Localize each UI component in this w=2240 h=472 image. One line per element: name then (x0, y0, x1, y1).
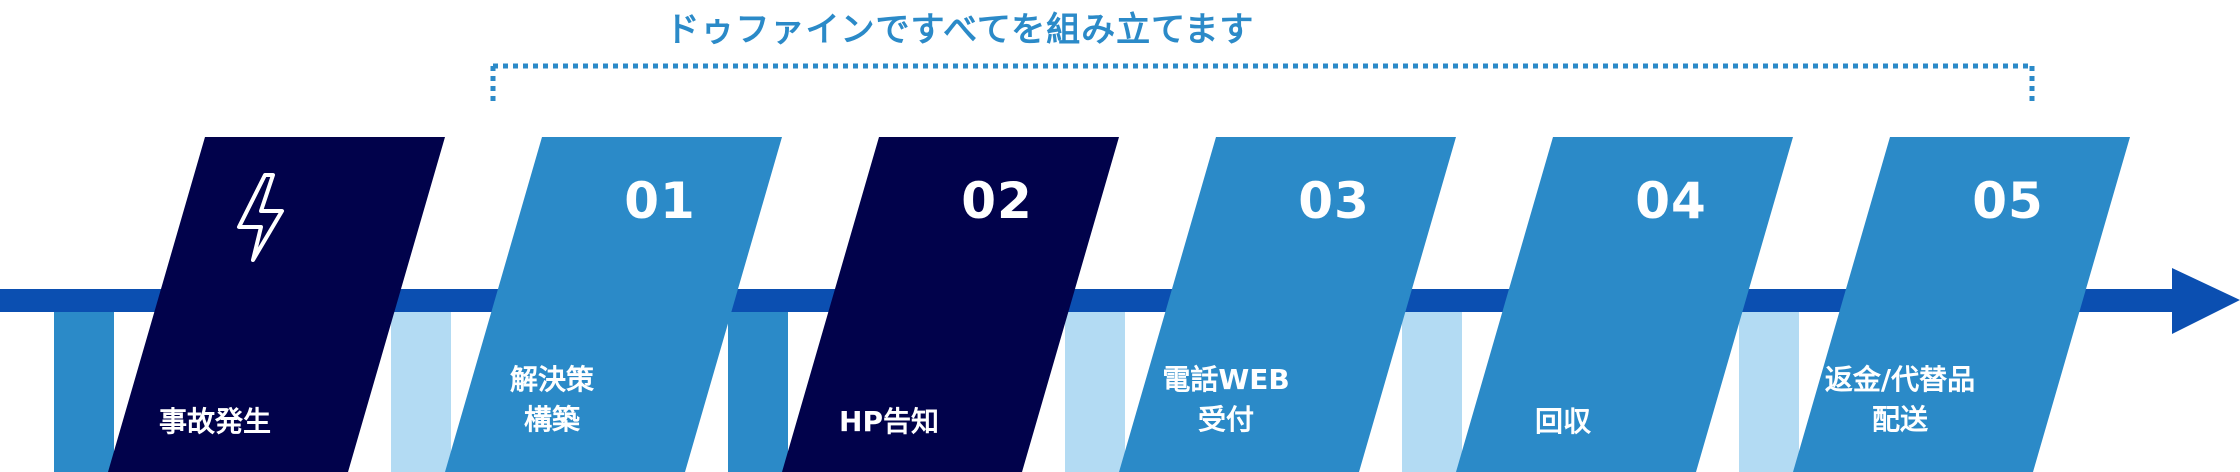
step-label: 解決策構築 (442, 360, 662, 440)
step-number: 01 (624, 172, 696, 230)
step-card-4 (1456, 137, 1793, 472)
step-card-1 (445, 137, 782, 472)
step-backdrop-bottom-4 (1402, 310, 1462, 472)
lightning-icon (237, 173, 284, 262)
step-card-0 (108, 137, 445, 472)
step-backdrop-bottom-0 (54, 310, 114, 472)
step-backdrop-bottom-5 (1739, 310, 1799, 472)
step-label: 事故発生 (105, 402, 325, 442)
step-label-line: 受付 (1197, 403, 1254, 436)
step-number: 03 (1298, 172, 1370, 230)
step-card-5 (1793, 137, 2130, 472)
step-label: HP告知 (779, 402, 999, 442)
step-label-line: 電話WEB (1162, 363, 1290, 396)
step-label-line: 事故発生 (158, 405, 271, 438)
step-number: 04 (1635, 172, 1707, 230)
step-label: 回収 (1453, 402, 1673, 442)
step-card-3 (1119, 137, 1456, 472)
timeline-arrow-head (2172, 268, 2240, 334)
step-label-line: HP告知 (839, 405, 939, 438)
step-number: 05 (1972, 172, 2044, 230)
step-label-line: 解決策 (509, 363, 594, 396)
heading-title: ドゥファインですべてを組み立てます (665, 10, 1255, 50)
step-label-line: 配送 (1871, 403, 1928, 436)
step-card-2 (782, 137, 1119, 472)
step-backdrop-bottom-3 (1065, 310, 1125, 472)
step-label: 電話WEB 受付 (1116, 360, 1336, 440)
step-label: 返金/代替品配送 (1790, 360, 2010, 440)
step-number: 02 (961, 172, 1033, 230)
step-backdrop-bottom-1 (391, 310, 451, 472)
step-label-line: 回収 (1534, 405, 1591, 438)
step-label-line: 返金/代替品 (1824, 363, 1976, 396)
step-backdrop-bottom-2 (728, 310, 788, 472)
step-label-line: 構築 (523, 403, 580, 436)
